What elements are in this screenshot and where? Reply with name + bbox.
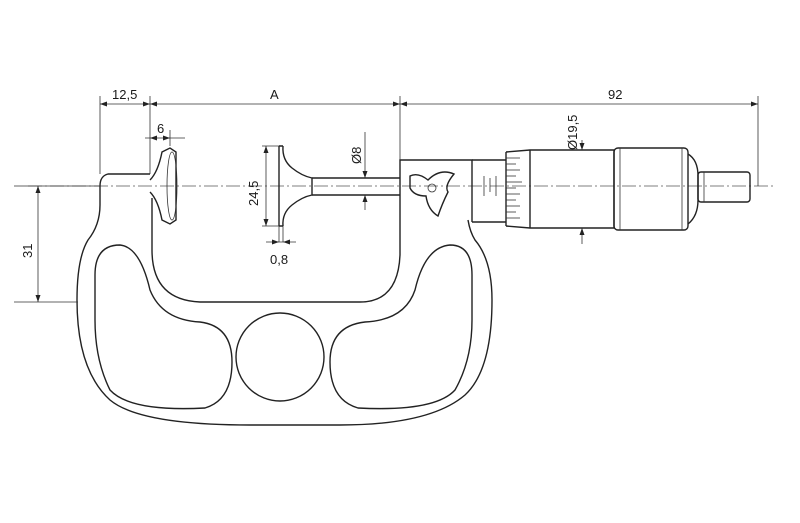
- anvil-disc: [149, 147, 178, 225]
- spindle-shaft: [312, 177, 400, 196]
- spindle-disc: [278, 145, 313, 227]
- dim-12-5-label: 12,5: [112, 87, 137, 102]
- lock-nut: [409, 171, 456, 218]
- dim-24-5-label: 24,5: [246, 181, 261, 206]
- dim-31-label: 31: [20, 244, 35, 258]
- thimble: [483, 149, 615, 229]
- spindle-sleeve: [472, 152, 507, 226]
- dimension-arrows: [35, 101, 758, 302]
- frame-round-recess: [235, 312, 325, 402]
- dim-6-label: 6: [157, 121, 164, 136]
- thimble-scale: [483, 157, 522, 219]
- dim-phi19-5-label: Ø19,5: [565, 115, 580, 150]
- dim-a-label: A: [270, 87, 279, 102]
- micrometer-frame: [76, 159, 493, 426]
- dimension-lines: [14, 96, 759, 303]
- ratchet-stop: [687, 153, 751, 225]
- thimble-knurl: [613, 147, 689, 231]
- dim-phi8-label: Ø8: [349, 147, 364, 164]
- dim-92-label: 92: [608, 87, 622, 102]
- dim-0-8-label: 0,8: [270, 252, 288, 267]
